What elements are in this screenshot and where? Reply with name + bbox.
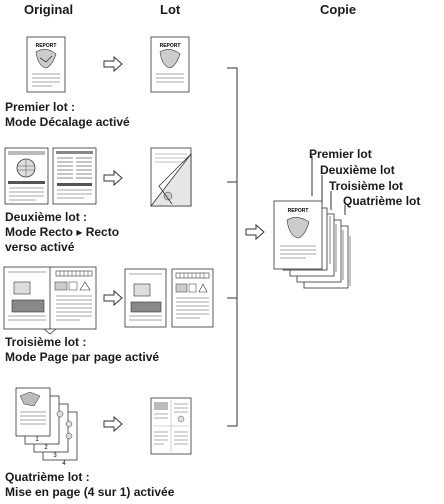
batch3-mode: Mode Page par page activé [5, 350, 160, 364]
batch2-title: Deuxième lot : [5, 210, 88, 224]
merge-bracket [227, 67, 238, 427]
row2-lot-duplex [150, 147, 192, 207]
row1-arrow-icon [103, 56, 123, 72]
copy-stack: REPORT [273, 200, 351, 289]
batch1-caption: Premier lot : Mode Décalage activé [5, 100, 130, 130]
row4-lot-4in1 [150, 397, 192, 455]
row4-arrow-icon [103, 416, 123, 432]
batch4-mode: Mise en page (4 sur 1) activée [5, 485, 175, 499]
batch2-mode: Mode Recto ▸ Recto [5, 225, 120, 239]
batch1-title: Premier lot : [5, 100, 76, 114]
batch1-mode: Mode Décalage activé [5, 115, 130, 129]
batch3-caption: Troisième lot : Mode Page par page activ… [5, 335, 159, 365]
batch2-mode-cont: verso activé [5, 240, 75, 254]
copy-label-troisieme: Troisième lot [329, 179, 404, 193]
row1-original-doc: REPORT [26, 36, 66, 93]
stack-page-number-4: 4 [62, 461, 66, 467]
row2-original-page1 [4, 147, 49, 205]
copy-label-leaders [311, 156, 346, 215]
stack-page-number-2: 2 [44, 445, 48, 451]
header-lot: Lot [160, 2, 181, 17]
row3-lot-page-left [124, 268, 167, 328]
stack-page-number-1: 1 [35, 437, 39, 443]
row2-original-page2 [52, 147, 97, 205]
batch4-caption: Quatrième lot : Mise en page (4 sur 1) a… [5, 470, 174, 500]
batch4-title: Quatrième lot : [5, 470, 90, 484]
copy-label-quatrieme: Quatrième lot [343, 194, 421, 208]
row3-original-spread [3, 266, 97, 335]
batch3-title: Troisième lot : [5, 335, 87, 349]
copy-report-text: REPORT [288, 208, 309, 214]
copy-label-premier: Premier lot [309, 147, 372, 161]
row2-arrow-icon [103, 170, 123, 186]
row1-lot-report-text: REPORT [160, 43, 181, 49]
batch2-caption: Deuxième lot : Mode Recto ▸ Recto verso … [5, 210, 119, 255]
header-original: Original [24, 2, 74, 17]
header-copie: Copie [320, 2, 357, 17]
row1-original-report-text: REPORT [36, 43, 57, 49]
stack-page-number-3: 3 [53, 453, 57, 459]
row3-arrow-icon [103, 290, 123, 306]
row3-lot-page-right [171, 268, 214, 328]
row1-lot-doc: REPORT [150, 36, 190, 93]
merge-arrow-icon [245, 224, 265, 240]
copy-label-deuxieme: Deuxième lot [320, 163, 395, 177]
row4-original-stack: 1 2 3 4 [15, 387, 78, 467]
